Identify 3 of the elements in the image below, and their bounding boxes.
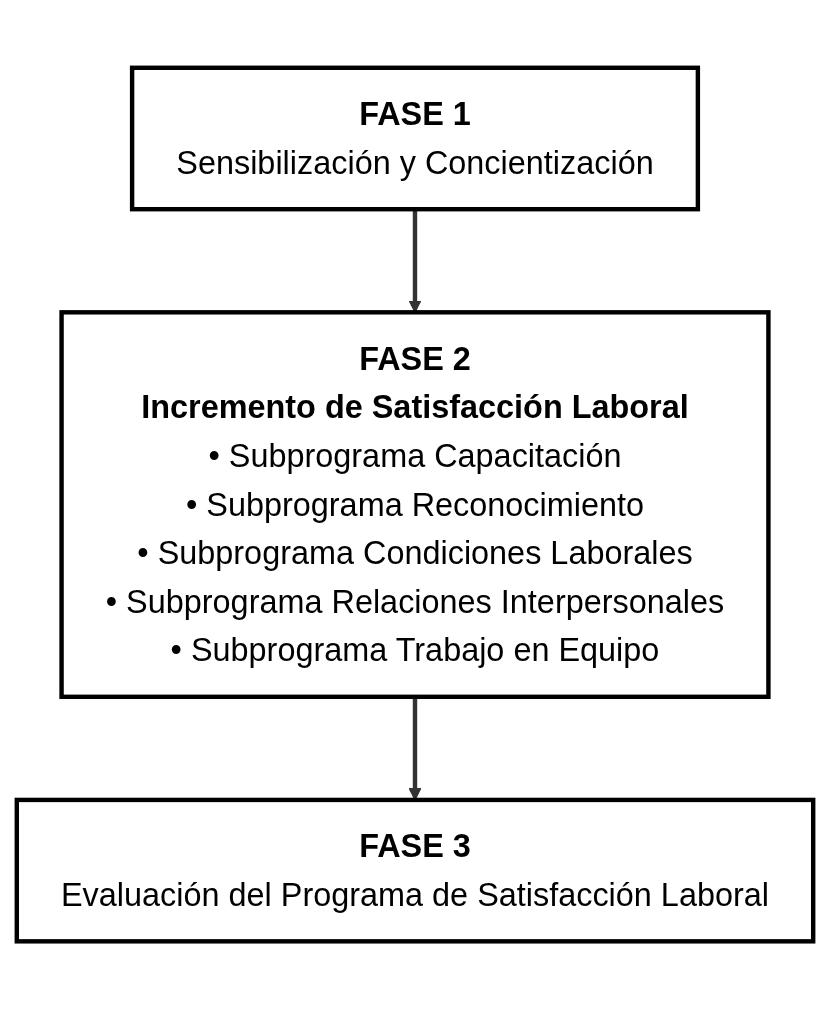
- node-box: [59, 310, 771, 699]
- node-box: [14, 797, 816, 944]
- node-box: [129, 65, 701, 212]
